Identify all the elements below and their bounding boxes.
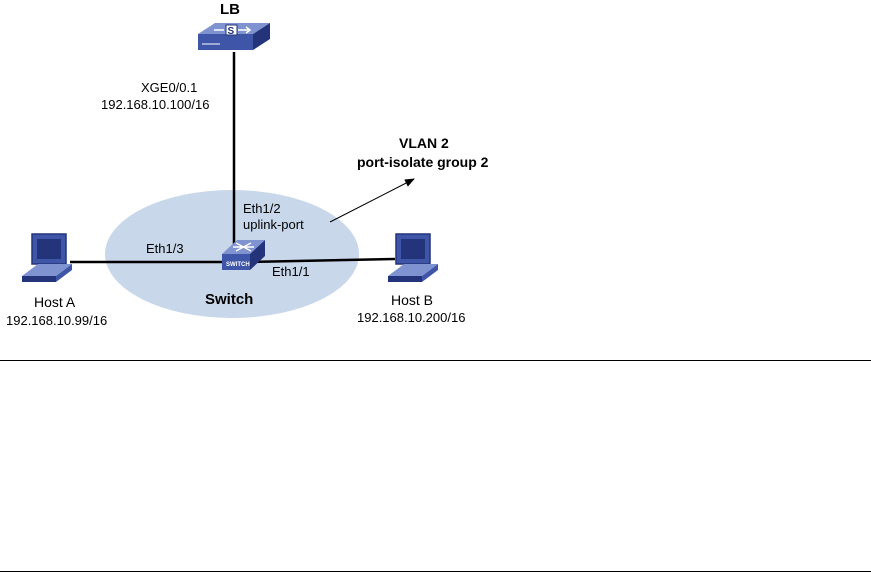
host-a-ip: 192.168.10.99/16 (6, 313, 107, 328)
load-balancer-icon: S (198, 23, 270, 50)
switch-name: Switch (205, 291, 253, 308)
switch-icon: SWITCH (222, 240, 265, 270)
host-b-ip: 192.168.10.200/16 (357, 310, 465, 325)
computer-icon (22, 233, 72, 282)
switch-uplink-port: Eth1/2 (243, 201, 281, 216)
switch-port-host-b: Eth1/1 (272, 264, 310, 279)
switch-port-host-a: Eth1/3 (146, 241, 184, 256)
vlan-name: VLAN 2 (399, 135, 449, 151)
vlan-group: port-isolate group 2 (357, 154, 489, 170)
lb-port-label: XGE0/0.1 (141, 80, 197, 95)
link-host-b-switch (245, 257, 396, 264)
svg-text:S: S (228, 26, 235, 37)
switch-uplink-role: uplink-port (243, 217, 304, 232)
lb-name: LB (220, 1, 240, 18)
computer-icon (388, 233, 438, 282)
host-a-name: Host A (34, 294, 76, 310)
vlan-pointer-arrow (329, 178, 415, 223)
svg-text:SWITCH: SWITCH (226, 262, 250, 268)
lb-ip-label: 192.168.10.100/16 (101, 97, 209, 112)
host-b-name: Host B (391, 292, 433, 308)
